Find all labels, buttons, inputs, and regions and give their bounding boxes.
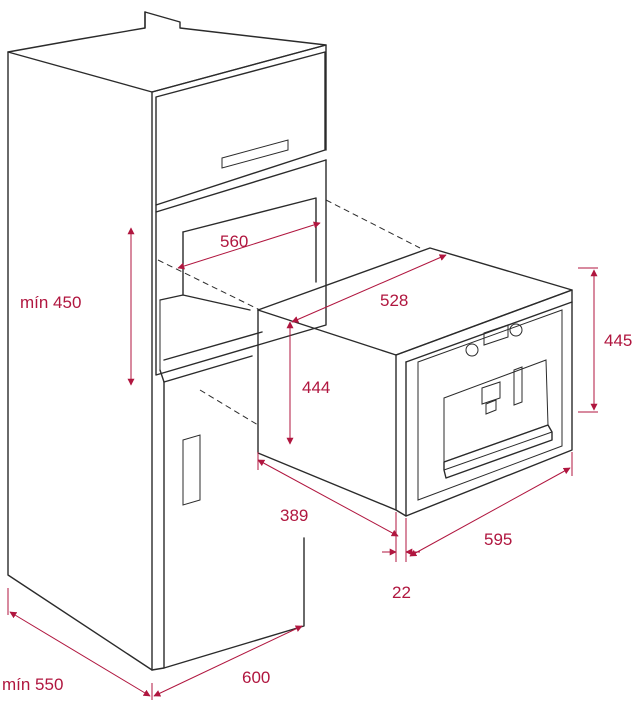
dim-label-min-550: mín 550 [2,675,63,694]
dim-label-595: 595 [484,530,512,549]
dim-label-445: 445 [604,331,632,350]
dim-label-389: 389 [280,506,308,525]
dim-label-528: 528 [380,291,408,310]
dim-label-444: 444 [302,378,330,397]
dim-label-min-450: mín 450 [20,293,81,312]
tall-cabinet [7,11,327,671]
hidden-lines [157,199,421,426]
dim-label-560: 560 [220,232,248,251]
dimension-labels: mín 450 560 528 444 445 389 595 22 mín 5… [2,232,632,694]
dim-label-22: 22 [392,583,411,602]
dimension-lines [7,221,598,700]
dim-label-600: 600 [242,668,270,687]
